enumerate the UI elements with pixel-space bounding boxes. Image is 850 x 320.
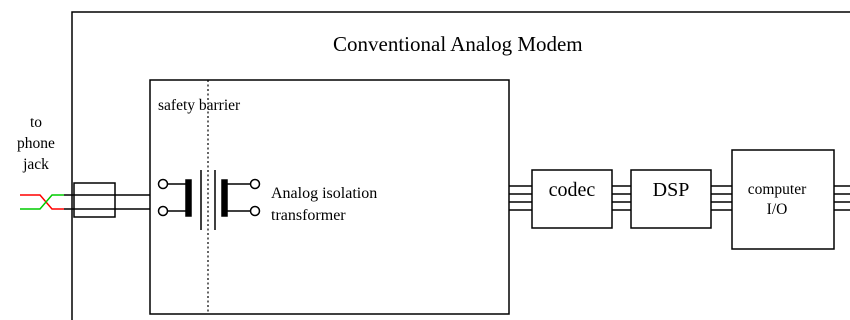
bus-codec-to-dsp [612, 185, 631, 211]
phone-jack-label: to phone jack [0, 112, 72, 175]
phone-jack-connector [73, 182, 116, 218]
transformer-primary [157, 178, 192, 217]
transformer-label-line: Analog isolation [271, 185, 378, 202]
computer-io-label-line: computer [747, 181, 807, 198]
transformer-label: Analog isolation transformer [271, 183, 377, 227]
phone-jack-label-line: phone [17, 135, 55, 152]
computer-io-block [731, 149, 835, 250]
bus-computer-out [834, 185, 850, 211]
bus-isolation-to-codec [509, 185, 532, 211]
codec-label: codec [548, 179, 596, 201]
dsp-label: DSP [652, 179, 690, 201]
jack-wires [64, 194, 150, 210]
codec-block [531, 169, 613, 229]
isolation-box [149, 79, 510, 315]
computer-io-label: computer I/O [732, 180, 822, 220]
modem-enclosure [71, 11, 850, 320]
computer-io-label-line: I/O [766, 201, 788, 218]
safety-barrier-label: safety barrier [158, 97, 241, 114]
transformer-secondary [221, 178, 261, 217]
phone-jack-label-line: jack [23, 156, 49, 173]
bus-dsp-to-computer [711, 185, 732, 211]
phone-wire-green [20, 194, 64, 210]
phone-jack-label-line: to [29, 114, 43, 131]
transformer-core [200, 170, 216, 230]
diagram-title: Conventional Analog Modem [333, 32, 583, 56]
transformer-label-line: transformer [271, 207, 346, 224]
dsp-block [630, 169, 712, 229]
